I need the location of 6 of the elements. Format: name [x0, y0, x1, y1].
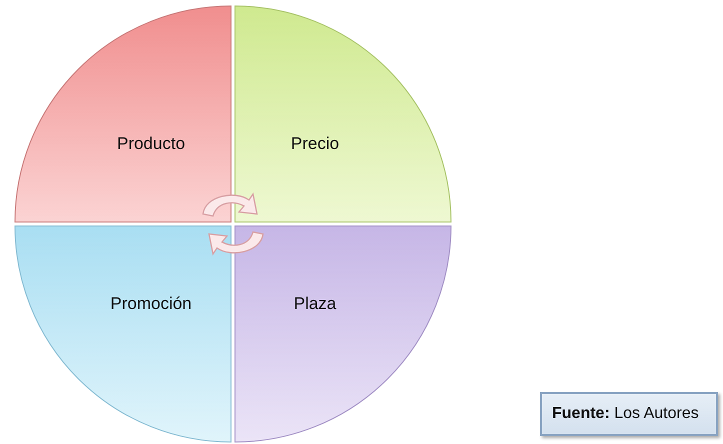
- quadrant-label: Producto: [116, 134, 186, 154]
- quadrant-label: Precio: [290, 134, 340, 154]
- source-note-box: [540, 392, 718, 436]
- quadrant-label: Plaza: [294, 294, 336, 314]
- quadrant-label: Promoción: [110, 294, 192, 314]
- source-note: Fuente: Los Autores: [551, 405, 700, 423]
